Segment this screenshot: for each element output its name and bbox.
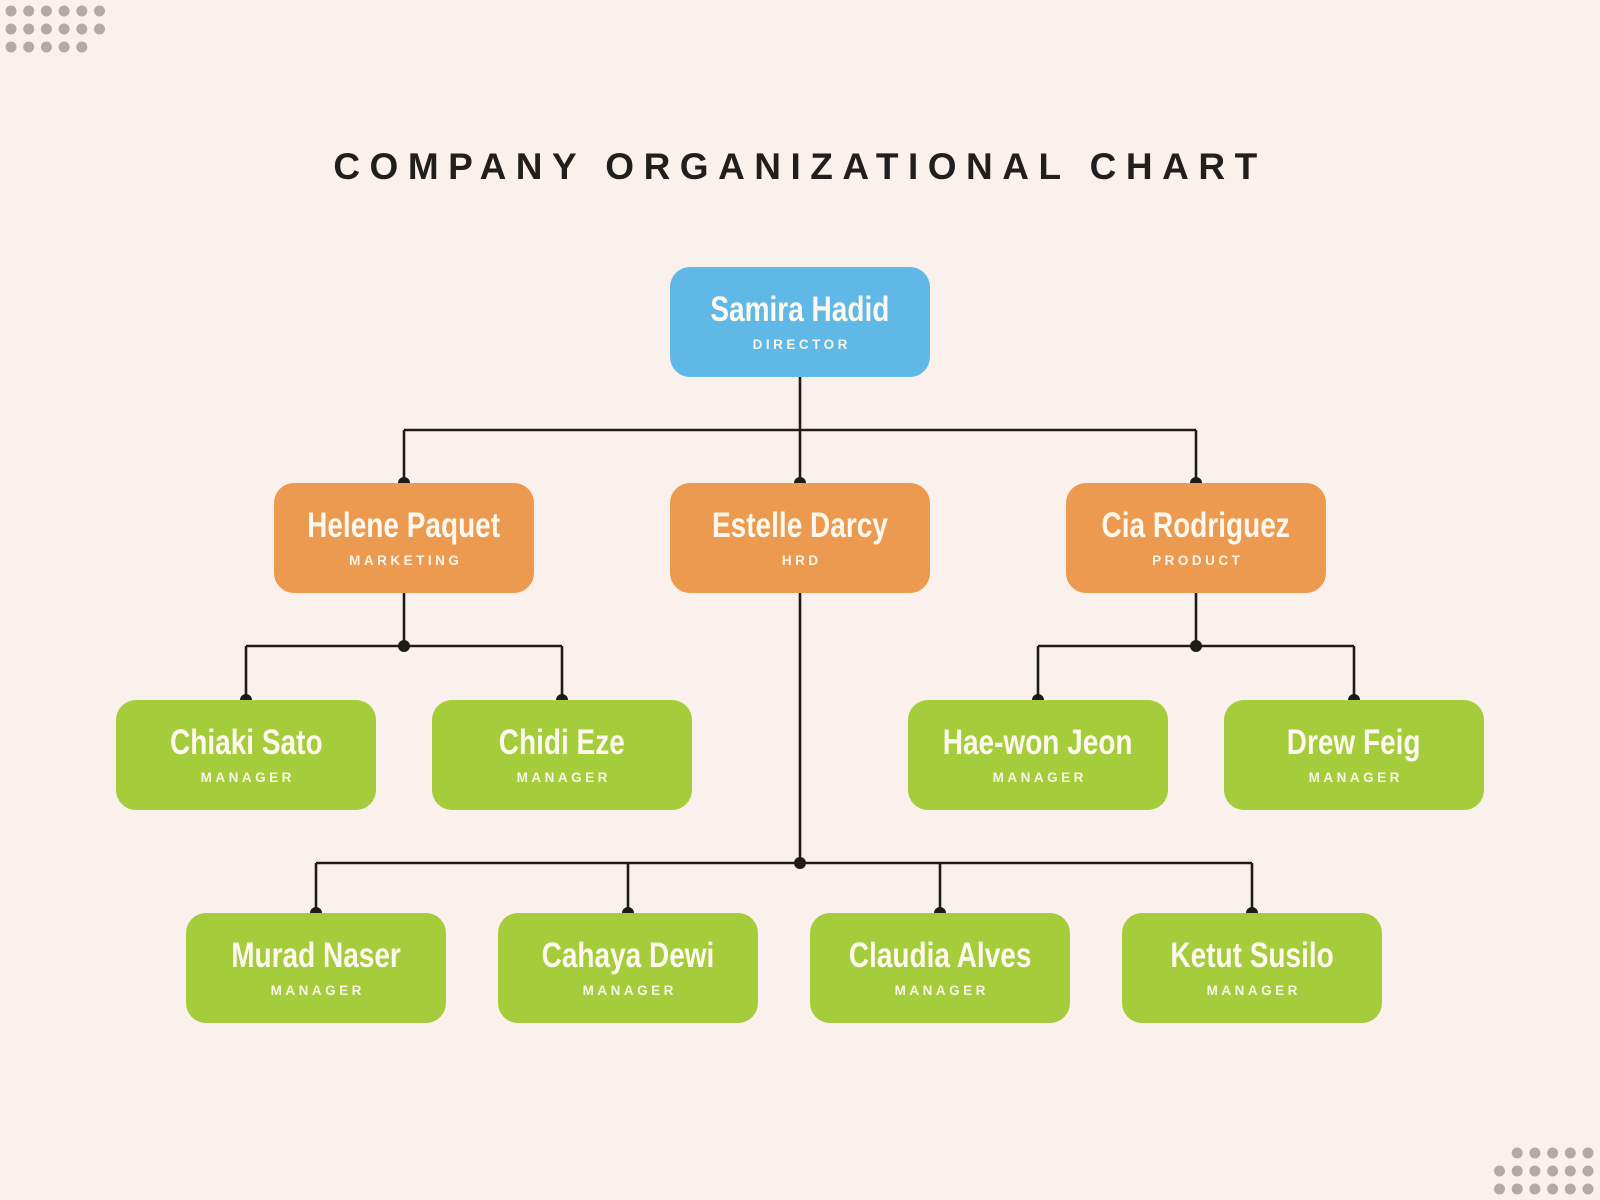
page-title: COMPANY ORGANIZATIONAL CHART bbox=[333, 146, 1267, 187]
person-role: MANAGER bbox=[270, 982, 365, 998]
person-role: MANAGER bbox=[992, 769, 1087, 785]
person-role: PRODUCT bbox=[1152, 552, 1244, 568]
corner-dots-bottom-right-decoration bbox=[1494, 1147, 1594, 1195]
person-name: Chidi Eze bbox=[498, 723, 626, 763]
org-node-product-head: Cia Rodriguez PRODUCT bbox=[1066, 483, 1326, 593]
person-name: Ketut Susilo bbox=[1170, 936, 1334, 976]
org-node-director: Samira Hadid DIRECTOR bbox=[670, 267, 930, 377]
org-node-hrd-head: Estelle Darcy HRD bbox=[670, 483, 930, 593]
person-name: Helene Paquet bbox=[307, 506, 501, 546]
org-node-manager-drew-feig: Drew Feig MANAGER bbox=[1224, 700, 1484, 810]
person-name: Hae-won Jeon bbox=[943, 723, 1133, 763]
corner-dots-top-left-decoration bbox=[5, 5, 105, 53]
person-role: DIRECTOR bbox=[752, 336, 851, 352]
person-role: MANAGER bbox=[1206, 982, 1301, 998]
person-name: Murad Naser bbox=[231, 936, 401, 976]
org-node-manager-chiaki-sato: Chiaki Sato MANAGER bbox=[116, 700, 376, 810]
person-name: Chiaki Sato bbox=[169, 723, 323, 763]
org-node-manager-cahaya-dewi: Cahaya Dewi MANAGER bbox=[498, 913, 758, 1023]
person-name: Estelle Darcy bbox=[712, 506, 888, 546]
person-name: Cahaya Dewi bbox=[541, 936, 715, 976]
person-role: MANAGER bbox=[516, 769, 611, 785]
person-role: MANAGER bbox=[200, 769, 295, 785]
connector-director-to-departments bbox=[398, 377, 1202, 489]
org-node-manager-claudia-alves: Claudia Alves MANAGER bbox=[810, 913, 1070, 1023]
org-node-manager-hae-won-jeon: Hae-won Jeon MANAGER bbox=[908, 700, 1168, 810]
connector-product-to-managers bbox=[1032, 593, 1360, 706]
person-role: MANAGER bbox=[582, 982, 677, 998]
person-name: Cia Rodriguez bbox=[1101, 506, 1291, 546]
person-role: MANAGER bbox=[894, 982, 989, 998]
person-role: MANAGER bbox=[1308, 769, 1403, 785]
org-node-manager-ketut-susilo: Ketut Susilo MANAGER bbox=[1122, 913, 1382, 1023]
org-node-manager-murad-naser: Murad Naser MANAGER bbox=[186, 913, 446, 1023]
org-node-marketing-head: Helene Paquet MARKETING bbox=[274, 483, 534, 593]
person-name: Drew Feig bbox=[1287, 723, 1421, 763]
person-name: Claudia Alves bbox=[848, 936, 1032, 976]
connector-marketing-to-managers bbox=[240, 593, 568, 706]
person-name: Samira Hadid bbox=[710, 290, 890, 330]
person-role: HRD bbox=[781, 552, 822, 568]
org-node-manager-chidi-eze: Chidi Eze MANAGER bbox=[432, 700, 692, 810]
person-role: MARKETING bbox=[349, 552, 463, 568]
